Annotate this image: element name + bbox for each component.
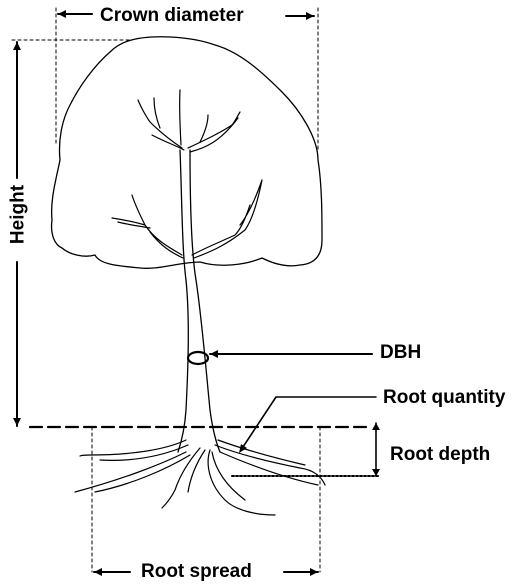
dbh-arrowhead	[210, 350, 218, 358]
root-quantity-pointer	[241, 397, 376, 450]
root-depth-arrowhead-top	[372, 423, 380, 430]
root-spread-label: Root spread	[141, 562, 252, 581]
root-quantity-label: Root quantity	[383, 388, 505, 407]
crown-diameter-arrowhead-left	[58, 10, 66, 18]
root-spread-arrowhead-right	[310, 568, 318, 576]
trunk	[178, 150, 220, 452]
dbh-label: DBH	[380, 343, 421, 362]
root-quantity-arrowhead	[239, 444, 247, 453]
root-spread-arrowhead-left	[94, 568, 102, 576]
root-depth-arrowhead-bottom	[372, 469, 380, 476]
branch-middle-right	[192, 180, 262, 258]
height-arrowhead-bottom	[13, 418, 21, 426]
roots	[75, 440, 325, 515]
branch-upper-right	[188, 112, 240, 152]
branch-middle-left	[112, 195, 183, 258]
height-arrowhead-top	[13, 42, 21, 50]
crown-outline	[52, 37, 322, 269]
crown-diameter-label: Crown diameter	[100, 6, 244, 25]
height-label: Height	[9, 175, 28, 255]
branch-upper-left	[138, 90, 184, 150]
root-depth-label: Root depth	[390, 445, 490, 464]
crown-diameter-arrowhead-right	[306, 12, 314, 20]
